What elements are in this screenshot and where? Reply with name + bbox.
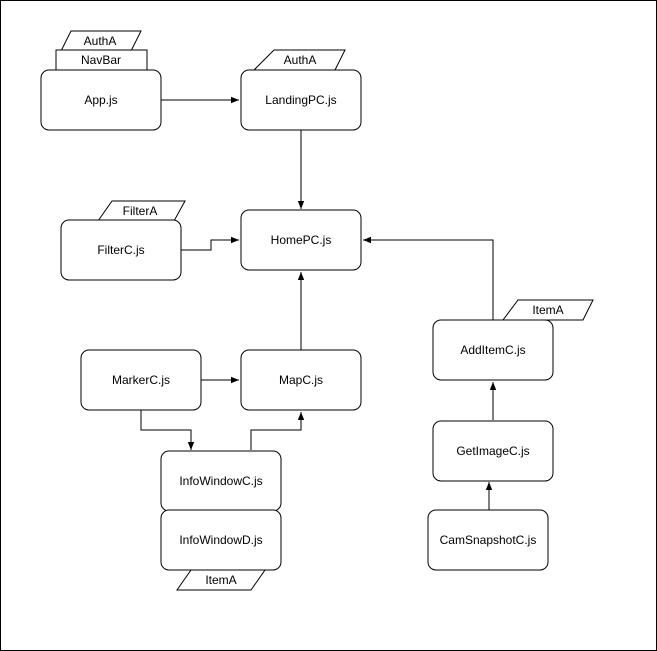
node-additem: AddItemC.js — [432, 319, 554, 381]
node-filter-label: FilterC.js — [97, 243, 144, 257]
node-landing: LandingPC.js — [240, 69, 362, 131]
node-app: App.js — [40, 69, 162, 131]
node-additem-label: AddItemC.js — [460, 343, 525, 357]
node-app-label: App.js — [84, 93, 117, 107]
tag-additem: ItemA — [502, 299, 594, 321]
tag-app-navbar-label: NavBar — [81, 53, 121, 67]
node-camsnapshot-label: CamSnapshotC.js — [440, 533, 537, 547]
edge-additem-to-home — [363, 236, 494, 320]
node-marker-label: MarkerC.js — [112, 373, 170, 387]
node-map: MapC.js — [240, 349, 362, 411]
node-infowindow-d: InfoWindowD.js — [160, 509, 282, 571]
tag-app-auth-label: AuthA — [84, 34, 117, 48]
tag-app-auth: AuthA — [60, 30, 142, 52]
edge-infowindow-to-map — [250, 412, 305, 450]
node-home-label: HomePC.js — [271, 233, 332, 247]
node-map-label: MapC.js — [279, 373, 323, 387]
node-getimage-label: GetImageC.js — [456, 444, 529, 458]
tag-filter: FilterA — [97, 200, 186, 222]
tag-additem-label: ItemA — [532, 303, 563, 317]
edges — [140, 96, 497, 510]
node-infowindow-c: InfoWindowC.js — [160, 450, 282, 512]
node-infowindow-c-label: InfoWindowC.js — [179, 474, 262, 488]
tag-app-navbar: NavBar — [55, 49, 148, 71]
tag-infowindow: ItemA — [176, 569, 266, 591]
tag-infowindow-label: ItemA — [205, 573, 236, 587]
node-camsnapshot: CamSnapshotC.js — [427, 509, 549, 571]
node-home: HomePC.js — [240, 209, 362, 271]
node-marker: MarkerC.js — [80, 349, 202, 411]
tag-landing-auth-label: AuthA — [284, 53, 317, 67]
edge-filter-to-home — [181, 236, 239, 251]
tag-landing-auth: AuthA — [252, 49, 346, 71]
node-landing-label: LandingPC.js — [265, 93, 336, 107]
node-infowindow-d-label: InfoWindowD.js — [179, 533, 262, 547]
edge-marker-to-infowindow — [140, 410, 195, 450]
tag-filter-label: FilterA — [123, 204, 158, 218]
node-getimage: GetImageC.js — [432, 420, 554, 482]
node-filter: FilterC.js — [60, 219, 182, 281]
